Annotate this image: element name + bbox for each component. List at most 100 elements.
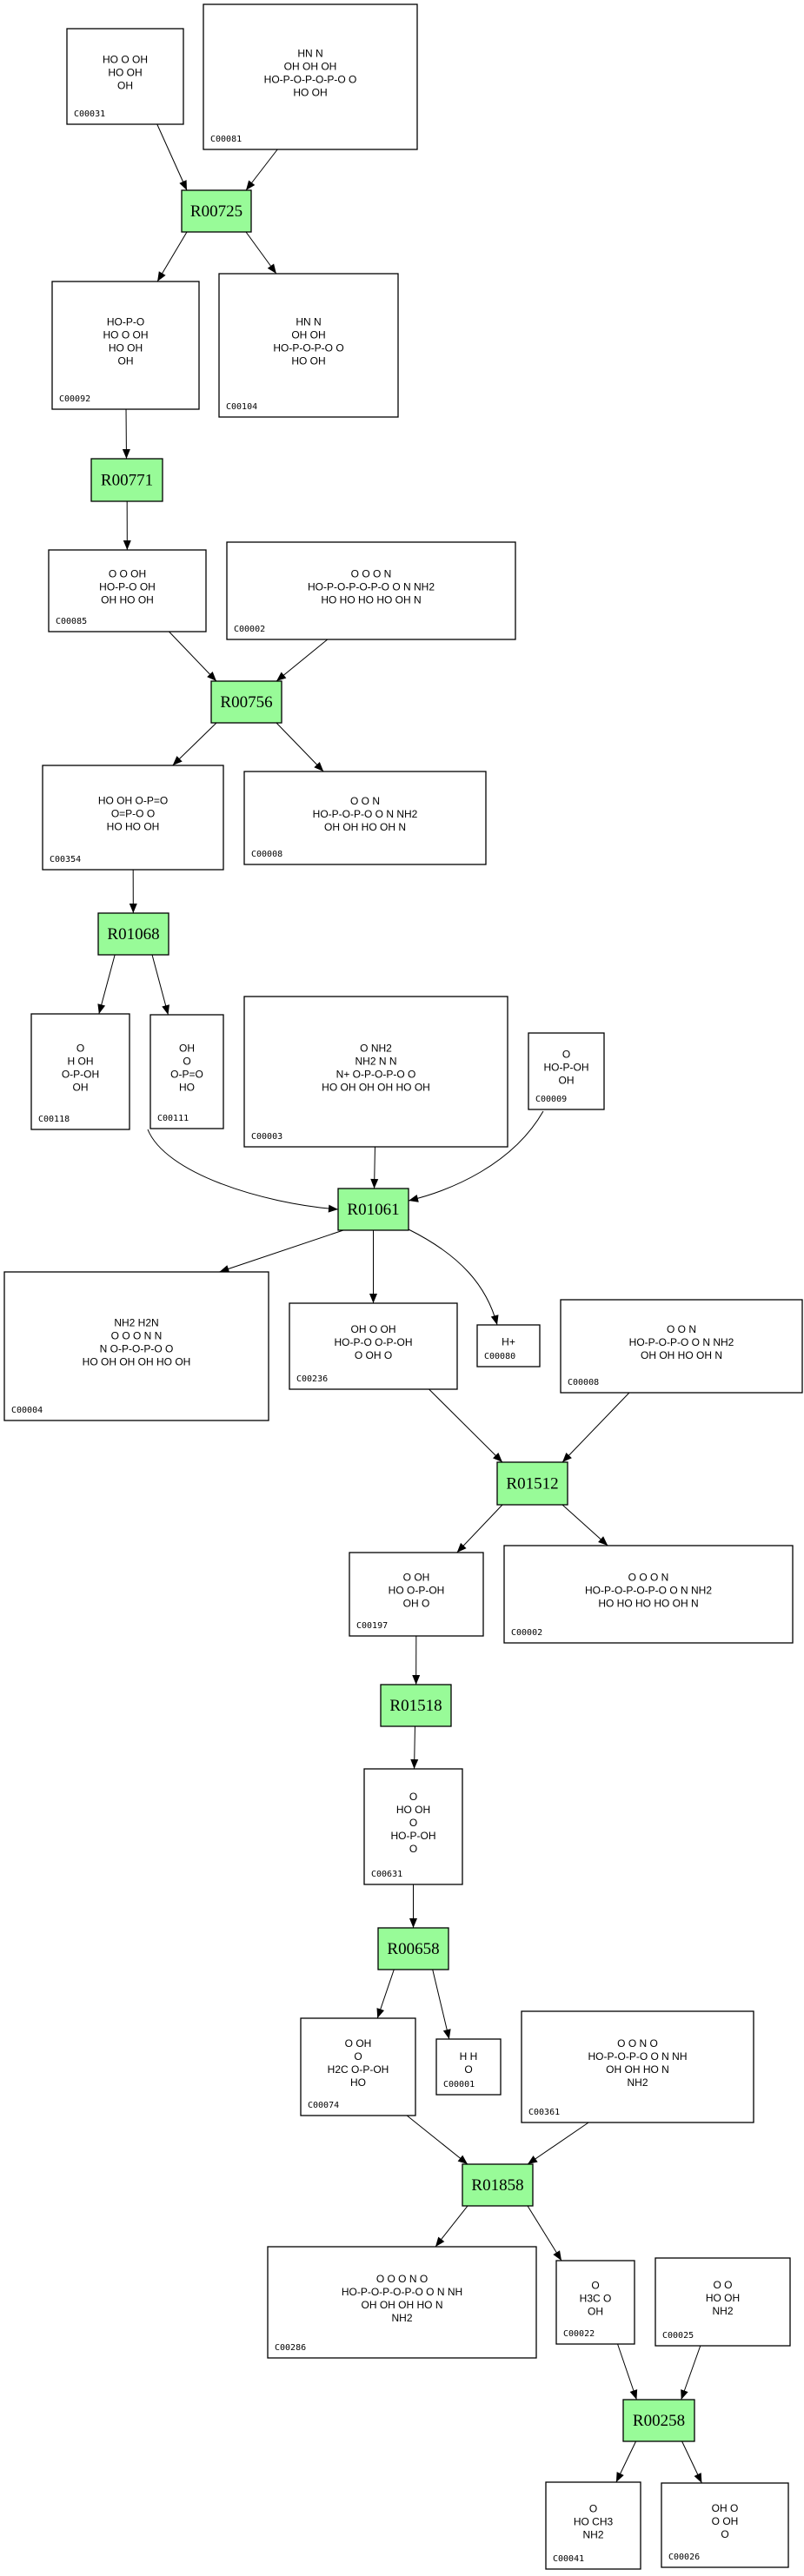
structure-text: H2C O-P-OH: [328, 2063, 389, 2076]
compound-box[interactable]: [51, 281, 200, 410]
structure-text: O: [76, 1043, 84, 1055]
compound-node[interactable]: H+C00080: [476, 1324, 541, 1367]
compound-box[interactable]: [243, 996, 508, 1148]
reaction-box[interactable]: [97, 912, 169, 956]
compound-box[interactable]: [560, 1299, 803, 1394]
reaction-node[interactable]: R01858: [462, 2163, 534, 2207]
compound-box[interactable]: [289, 1302, 458, 1390]
reaction-label: R00658: [387, 1940, 439, 1958]
compound-box[interactable]: [300, 2017, 416, 2116]
structure-text: OH OH HO OH N: [641, 1349, 722, 1361]
compound-box[interactable]: [48, 549, 207, 632]
structure-text: OH O: [403, 1598, 430, 1610]
compound-box[interactable]: [243, 771, 487, 865]
reaction-node[interactable]: R00658: [377, 1927, 449, 1970]
structure-text: NH2: [391, 2312, 412, 2324]
reaction-label: R01518: [389, 1697, 442, 1715]
edge: [456, 1504, 503, 1553]
arrowhead: [162, 1004, 169, 1015]
compound-id-label: C00026: [668, 2553, 700, 2562]
compound-box[interactable]: [42, 765, 224, 871]
compound-box[interactable]: [503, 1545, 794, 1644]
compound-id-label: C00080: [484, 1352, 515, 1361]
reaction-node[interactable]: R01061: [337, 1188, 409, 1231]
edge: [408, 1228, 498, 1326]
reaction-box[interactable]: [181, 189, 252, 233]
arrowhead: [528, 2155, 538, 2164]
reaction-node[interactable]: R01512: [496, 1461, 568, 1506]
compound-box[interactable]: [267, 2246, 537, 2359]
compound-box[interactable]: [66, 28, 184, 125]
structure-text: HO-P-O OH: [99, 581, 156, 593]
compound-box[interactable]: [476, 1324, 541, 1367]
compound-box[interactable]: [363, 1768, 463, 1885]
reaction-node[interactable]: R00258: [622, 2399, 695, 2442]
compound-box[interactable]: [349, 1552, 484, 1637]
reaction-node[interactable]: R01518: [380, 1684, 452, 1727]
structure-text: HO CH3: [574, 2516, 614, 2528]
reaction-box[interactable]: [210, 680, 282, 724]
reaction-box[interactable]: [380, 1684, 452, 1727]
structure-text: HO: [179, 1082, 195, 1094]
reaction-box[interactable]: [462, 2163, 534, 2207]
structure-text: HO OH: [291, 355, 325, 368]
reaction-box[interactable]: [496, 1461, 568, 1506]
reaction-node[interactable]: R01068: [97, 912, 169, 956]
reaction-label: R00756: [220, 693, 272, 712]
reaction-box[interactable]: [622, 2399, 695, 2442]
compound-box[interactable]: [150, 1014, 224, 1129]
compound-box[interactable]: [435, 2038, 502, 2096]
arrowhead: [598, 1536, 608, 1546]
reaction-box[interactable]: [90, 458, 163, 502]
compound-box[interactable]: [654, 2257, 791, 2347]
edge: [219, 1229, 344, 1273]
compound-box[interactable]: [555, 2260, 635, 2345]
reaction-node[interactable]: R00725: [181, 189, 252, 233]
reaction-box[interactable]: [377, 1927, 449, 1970]
reaction-label: R01068: [107, 925, 159, 944]
compound-box[interactable]: [30, 1013, 130, 1130]
compound-box[interactable]: [203, 3, 418, 150]
structure-text: O O: [713, 2279, 732, 2291]
arrowhead: [456, 1542, 467, 1553]
reaction-node[interactable]: R00771: [90, 458, 163, 502]
compound-box[interactable]: [218, 273, 399, 418]
compound-box[interactable]: [545, 2481, 641, 2570]
compound-box[interactable]: [226, 541, 516, 640]
reaction-box[interactable]: [337, 1188, 409, 1231]
arrowhead: [409, 1918, 417, 1928]
compound-box[interactable]: [521, 2010, 754, 2123]
compound-box[interactable]: [661, 2482, 789, 2568]
edge: [151, 954, 169, 1016]
reaction-node[interactable]: R00756: [210, 680, 282, 724]
compound-box[interactable]: [528, 1032, 605, 1110]
edge: [527, 2205, 562, 2261]
compound-box[interactable]: [3, 1271, 269, 1421]
